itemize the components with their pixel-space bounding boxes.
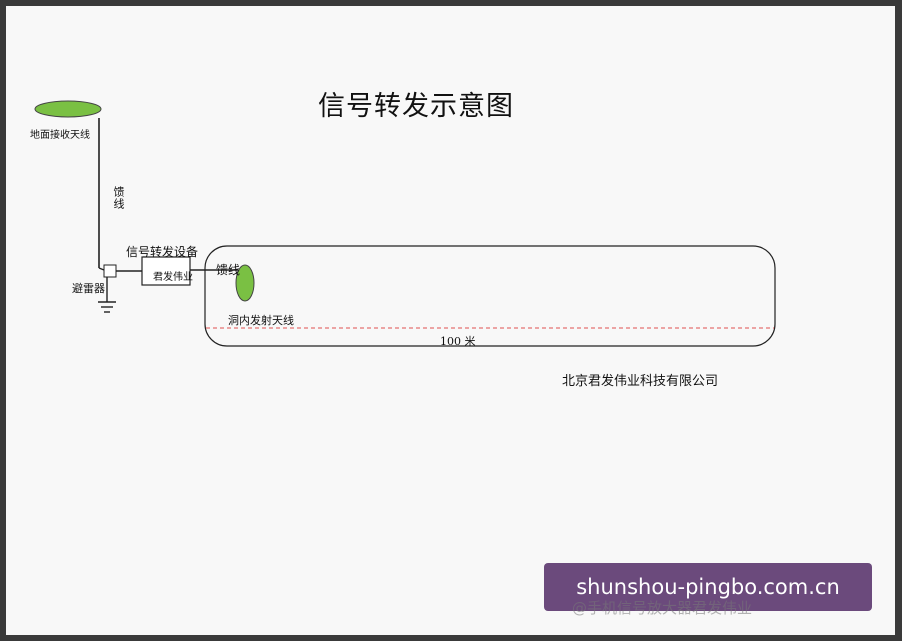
ground-antenna-icon [34,100,102,118]
watermark-url-banner: shunshou-pingbo.com.cn [544,563,872,611]
tunnel-antenna-icon [235,264,255,302]
diagram-graphics [34,100,776,347]
ground-antenna-label: 地面接收天线 [30,130,90,141]
vertical-feeder-label: 馈线 [112,186,125,210]
tunnel-antenna-label: 洞内发射天线 [228,314,294,327]
lightning-arrester-icon [103,264,117,278]
repeater-title: 信号转发设备 [126,245,199,259]
ground-icon [98,277,116,313]
tunnel-outline [204,245,776,347]
company-name: 北京君发伟业科技有限公司 [562,374,719,389]
repeater-box-label: 君发伟业 [153,272,193,283]
watermark-caption: @手机信号放大器君发伟业 [572,599,753,617]
diagram-canvas: 信号转发示意图 地面接收天线 馈线 信号转发设备 君发伟业 避雷器 馈线 洞内发… [6,6,895,635]
distance-label: 100 米 [440,335,476,348]
diagram-title: 信号转发示意图 [318,91,514,122]
repeater-box [141,256,191,286]
horizontal-feeder-label: 馈线 [216,263,241,277]
lightning-arrester-label: 避雷器 [72,282,105,295]
